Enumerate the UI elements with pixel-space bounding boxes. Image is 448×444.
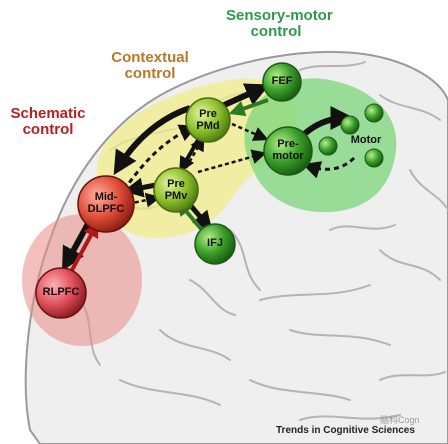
title-schematic: Schematic control (2, 105, 94, 139)
connection-arrows (61, 83, 356, 272)
label-ifj: IFJ (195, 237, 235, 250)
arrow-rlpfc-dlpfc (70, 221, 99, 271)
label-premotor-line2: motor (272, 149, 304, 162)
title-sensory-motor: Sensory-motor control (226, 7, 333, 41)
motor-dot-1 (340, 115, 360, 135)
node-mid-dlpfc (77, 175, 135, 233)
label-fef-line1: FEF (271, 75, 293, 87)
arrow-fef-prepmd (228, 98, 269, 117)
arrow-prepmv-dlpfc (123, 177, 157, 198)
title-sensory-motor-line2: control (250, 23, 302, 41)
motor-dot-3 (318, 136, 338, 156)
motor-dot-4 (364, 148, 384, 168)
label-prepmv-line2: PMv (164, 189, 188, 202)
label-rlpfc: RLPFC (36, 286, 86, 299)
journal-credit: Trends in Cognitive Sciences (276, 425, 415, 436)
label-prepmd-line1: Pre (199, 108, 217, 120)
label-rlpfc-line1: RLPFC (42, 286, 80, 298)
arrow-premotor-prepmv (199, 153, 263, 173)
title-schematic-line2: control (22, 121, 74, 139)
node-motor-dots (318, 103, 384, 168)
watermark: 脑科Cogn (380, 415, 420, 425)
title-contextual-line2: control (124, 65, 176, 83)
label-premotor-line1: Pre- (277, 138, 299, 150)
arrow-prepmv-prepmd (184, 135, 205, 169)
arrow-prepmd-dlpfc (113, 105, 191, 176)
label-motor: Motor (344, 134, 388, 147)
label-fef: FEF (262, 75, 302, 88)
node-ifj (194, 223, 236, 265)
label-premotor: Pre- motor (264, 138, 312, 162)
arrow-prepmd-premotor (231, 122, 269, 141)
label-prepmd: Pre PMd (186, 108, 230, 132)
label-mid-dlpfc-line2: DLPFC (87, 202, 125, 215)
node-prepmv (153, 167, 199, 213)
node-fef (262, 62, 302, 102)
label-ifj-line1: IFJ (207, 237, 223, 249)
label-mid-dlpfc: Mid- DLPFC (78, 191, 134, 215)
node-prepmd (185, 97, 231, 143)
label-prepmd-line2: PMd (196, 119, 220, 132)
arrow-motor-premotor (302, 156, 356, 179)
title-schematic-line1: Schematic (10, 105, 86, 122)
arrow-dlpfc-prepmv (127, 192, 161, 208)
arrow-prepmd-fef (220, 83, 270, 109)
node-premotor (263, 126, 313, 176)
title-sensory-motor-line1: Sensory-motor (226, 7, 333, 24)
label-prepmv: Pre PMv (154, 178, 198, 202)
label-mid-dlpfc-line1: Mid- (94, 191, 118, 203)
label-motor-line1: Motor (350, 134, 382, 146)
title-contextual: Contextual control (100, 49, 200, 83)
motor-dot-2 (364, 103, 384, 123)
node-rlpfc (35, 267, 87, 319)
title-contextual-line1: Contextual (111, 49, 189, 66)
label-prepmv-line1: Pre (167, 178, 185, 190)
